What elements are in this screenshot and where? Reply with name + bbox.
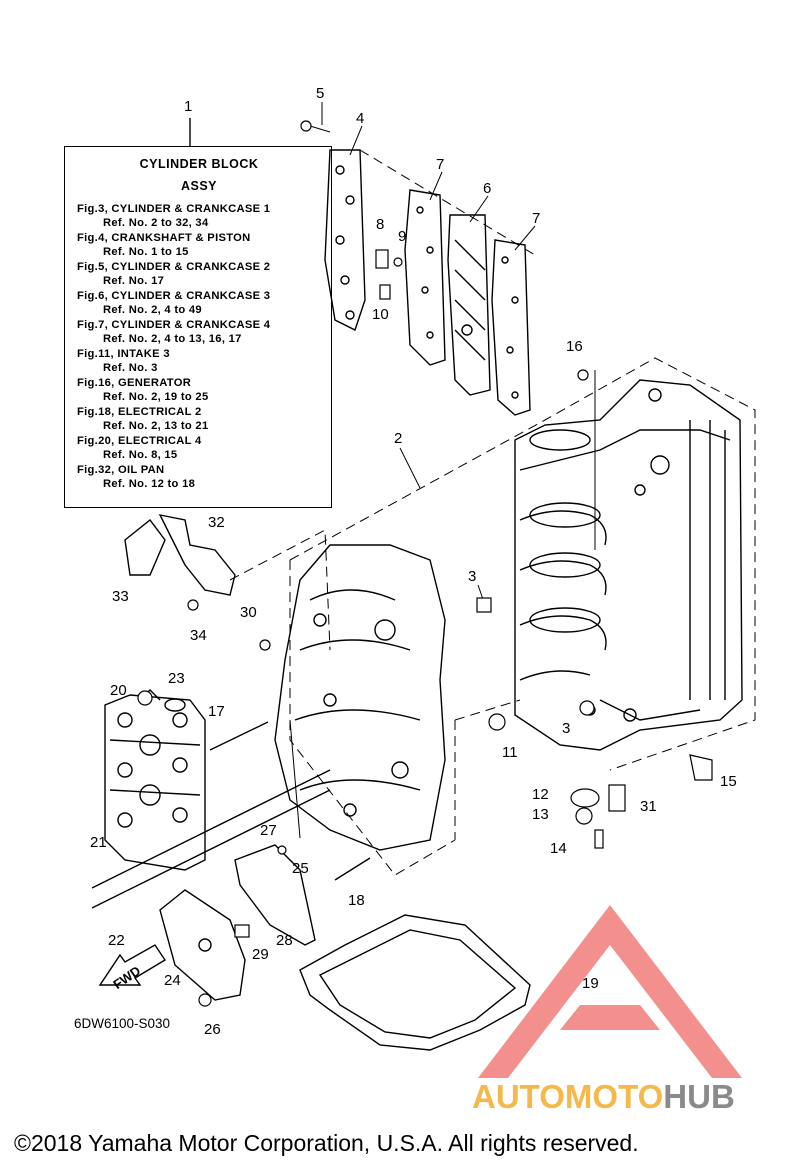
exhaust-plate-inner — [447, 214, 491, 396]
automotohub-logo-icon — [478, 905, 742, 1078]
callout-22: 22 — [108, 932, 125, 949]
fwd-arrow-icon — [98, 944, 166, 986]
exhaust-gasket-2 — [491, 239, 531, 416]
callout-21: 21 — [90, 834, 107, 851]
note-line: Ref. No. 2, 4 to 49 — [103, 304, 202, 316]
note-line: Fig.16, GENERATOR — [77, 377, 192, 389]
note-title: CYLINDER BLOCK — [139, 157, 259, 171]
note-line: Ref. No. 12 to 18 — [103, 478, 196, 490]
note-line: Ref. No. 8, 15 — [103, 449, 178, 461]
note-line: Ref. No. 3 — [103, 362, 158, 374]
clamp-15 — [689, 754, 713, 781]
oil-pan-gasket — [299, 914, 531, 1051]
note-line: Fig.32, OIL PAN — [77, 464, 165, 476]
callout-33: 33 — [112, 588, 129, 605]
note-line: Fig.4, CRANKSHAFT & PISTON — [77, 232, 251, 244]
note-line: Fig.6, CYLINDER & CRANKCASE 3 — [77, 290, 271, 302]
callout-3b: 3 — [562, 720, 571, 737]
pin-27 — [277, 845, 287, 855]
callout-6: 6 — [483, 180, 492, 197]
cylinder-head — [104, 689, 206, 871]
cap-23 — [137, 690, 153, 706]
callout-5: 5 — [316, 85, 325, 102]
o-ring-13 — [575, 807, 593, 825]
crankcase — [274, 544, 446, 851]
bolt-18 — [334, 857, 371, 881]
bolt-26 — [198, 993, 212, 1007]
o-ring-30 — [259, 639, 271, 651]
callout-19: 19 — [582, 975, 599, 992]
callout-17: 17 — [208, 703, 225, 720]
note-line: Ref. No. 17 — [103, 275, 165, 287]
callout-23: 23 — [168, 670, 185, 687]
note-line: Fig.7, CYLINDER & CRANKCASE 4 — [77, 319, 271, 331]
bolt-14 — [594, 829, 604, 849]
callout-7b: 7 — [532, 210, 541, 227]
callout-9: 9 — [398, 228, 407, 245]
bolt-22 — [91, 789, 331, 909]
callout-14: 14 — [550, 840, 567, 857]
note-subtitle: ASSY — [180, 179, 218, 193]
note-line: Fig.18, ELECTRICAL 2 — [77, 406, 202, 418]
sensor-8 — [375, 249, 389, 269]
callout-16: 16 — [566, 338, 583, 355]
callout-18: 18 — [348, 892, 365, 909]
callout-27: 27 — [260, 822, 277, 839]
callout-24: 24 — [164, 972, 181, 989]
dowel-10 — [379, 284, 391, 300]
callout-28: 28 — [276, 932, 293, 949]
callout-31: 31 — [640, 798, 657, 815]
callout-34: 34 — [190, 627, 207, 644]
brand-part-auto: AUTO — [472, 1078, 565, 1115]
fitting-31 — [608, 784, 626, 812]
diagram-code: 6DW6100-S030 — [74, 1016, 171, 1031]
note-line: Fig.3, CYLINDER & CRANKCASE 1 — [77, 203, 271, 215]
callout-3: 3 — [468, 568, 477, 585]
bracket — [124, 514, 236, 596]
cylinder-block — [514, 379, 743, 751]
copyright-notice: ©2018 Yamaha Motor Corporation, U.S.A. A… — [14, 1130, 639, 1156]
callout-32: 32 — [208, 514, 225, 531]
bolt-17 — [209, 721, 269, 751]
callout-29: 29 — [252, 946, 269, 963]
reference-note-box: CYLINDER BLOCK ASSY Fig.3, CYLINDER & CR… — [64, 146, 332, 508]
callout-26: 26 — [204, 1021, 221, 1038]
callout-13: 13 — [532, 806, 549, 823]
o-ring-3b — [579, 700, 595, 716]
callout-12: 12 — [532, 786, 549, 803]
callout-10: 10 — [372, 306, 389, 323]
o-ring-11 — [488, 713, 506, 731]
note-line: Fig.11, INTAKE 3 — [77, 348, 170, 360]
dowel-pin — [476, 597, 492, 613]
callout-4: 4 — [356, 110, 365, 127]
callout-2: 2 — [394, 430, 403, 447]
note-line: Ref. No. 1 to 15 — [103, 246, 189, 258]
callout-25: 25 — [292, 860, 309, 877]
callout-7a: 7 — [436, 156, 445, 173]
plug-12 — [570, 788, 600, 808]
note-line: Ref. No. 2, 4 to 13, 16, 17 — [103, 333, 242, 345]
brand-watermark: AUTOMOTOHUB — [472, 1078, 735, 1116]
note-line: Fig.20, ELECTRICAL 4 — [77, 435, 202, 447]
bolt-34 — [187, 599, 199, 611]
clip-29 — [234, 924, 250, 938]
callout-1: 1 — [184, 98, 193, 115]
note-line: Ref. No. 2, 19 to 25 — [103, 391, 209, 403]
note-line: Ref. No. 2 to 32, 34 — [103, 217, 209, 229]
callout-20: 20 — [110, 682, 127, 699]
exhaust-gasket-1 — [404, 189, 446, 366]
callout-15: 15 — [720, 773, 737, 790]
callout-30: 30 — [240, 604, 257, 621]
bolt-5 — [300, 120, 312, 132]
bolt-21 — [91, 769, 331, 889]
callout-11: 11 — [502, 744, 518, 761]
o-ring-16 — [577, 369, 589, 381]
brand-part-moto: MOTO — [564, 1078, 664, 1115]
note-line: Ref. No. 2, 13 to 21 — [103, 420, 209, 432]
bolt-9 — [393, 257, 403, 267]
callout-8: 8 — [376, 216, 385, 233]
note-line: Fig.5, CYLINDER & CRANKCASE 2 — [77, 261, 271, 273]
brand-part-hub: HUB — [663, 1078, 735, 1115]
